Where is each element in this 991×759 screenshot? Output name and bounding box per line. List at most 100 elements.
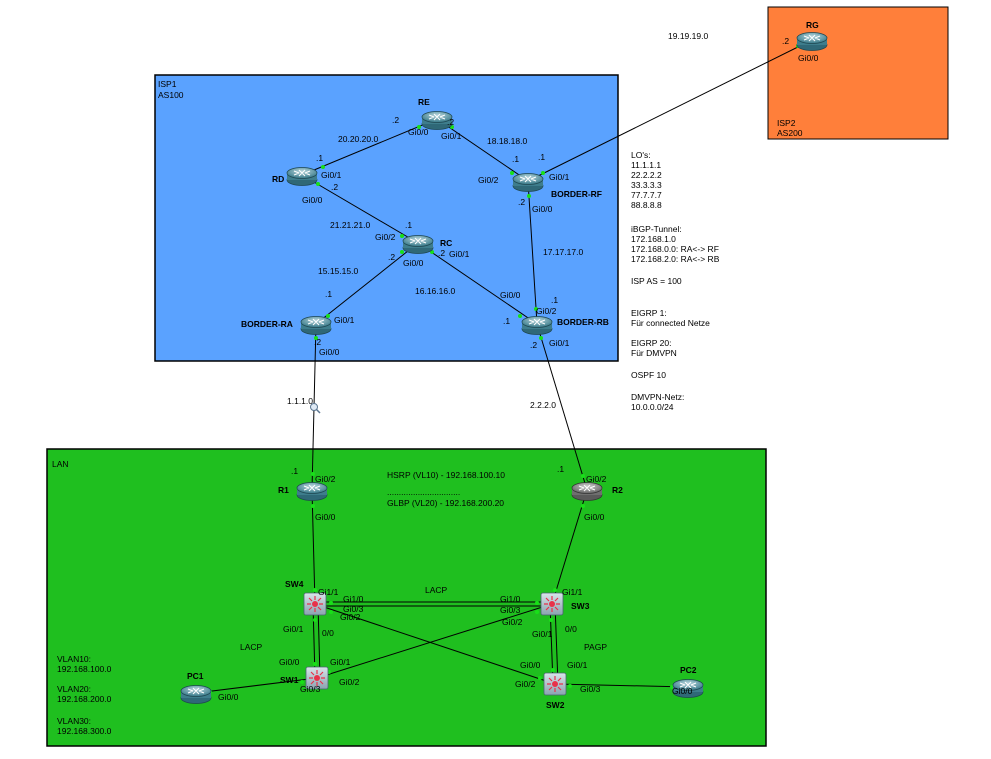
text-label: .2 bbox=[331, 182, 338, 192]
text-label: Gi0/0 bbox=[584, 512, 605, 522]
text-label: .1 bbox=[405, 220, 412, 230]
device-label-border-rf: BORDER-RF bbox=[551, 189, 602, 199]
link-label-pagp: PAGP bbox=[584, 642, 607, 652]
text-label: Gi0/1 bbox=[567, 660, 588, 670]
text-label: VLAN30: bbox=[57, 716, 91, 726]
text-label: .2 bbox=[438, 248, 445, 258]
network-label-19: 19.19.19.0 bbox=[668, 31, 708, 41]
text-label: Gi0/2 bbox=[339, 677, 360, 687]
glbp-annotation: GLBP (VL20) - 192.168.200.20 bbox=[387, 498, 504, 508]
network-label-16: 16.16.16.0 bbox=[415, 286, 455, 296]
text-label: Gi1/0 bbox=[500, 594, 521, 604]
text-label: Gi0/2 bbox=[515, 679, 536, 689]
device-label-border-ra: BORDER-RA bbox=[241, 319, 293, 329]
text-label: Gi0/3 bbox=[500, 605, 521, 615]
text-label: Für connected Netze bbox=[631, 318, 710, 328]
router-rd[interactable] bbox=[286, 167, 318, 186]
link-rb-r2 bbox=[536, 323, 588, 491]
isp1-zone bbox=[154, 74, 619, 362]
link-r1-sw4 bbox=[311, 489, 316, 605]
text-label: Gi0/0 bbox=[408, 127, 429, 137]
annotation-dots: ............................... bbox=[387, 487, 460, 497]
network-label-17: 17.17.17.0 bbox=[543, 247, 583, 257]
packet-capture-icon[interactable] bbox=[310, 403, 321, 414]
link-r2-sw3 bbox=[551, 489, 588, 605]
switch-sw2[interactable] bbox=[543, 672, 567, 696]
network-label-1: 1.1.1.0 bbox=[287, 396, 313, 406]
text-label: VLAN10: bbox=[57, 654, 91, 664]
text-label: Gi0/0 bbox=[302, 195, 323, 205]
text-label: 33.3.3.3 bbox=[631, 180, 662, 190]
switch-sw3[interactable] bbox=[540, 592, 564, 616]
link-rd-re bbox=[301, 118, 438, 176]
link-rc-rb bbox=[417, 242, 538, 325]
text-label: 192.168.300.0 bbox=[57, 726, 112, 736]
router-rc[interactable] bbox=[402, 235, 434, 254]
text-label: Gi0/2 bbox=[536, 306, 557, 316]
text-label: .2 bbox=[314, 337, 321, 347]
link-sw2-pc2 bbox=[554, 683, 689, 688]
pc-pc1[interactable] bbox=[180, 685, 212, 704]
text-label: 172.168.1.0 bbox=[631, 234, 676, 244]
link-sw1-pc1 bbox=[195, 677, 318, 694]
text-label: 172.168.2.0: RA<-> RB bbox=[631, 254, 720, 264]
link-sw4-sw2 bbox=[314, 603, 556, 685]
link-rc-ra bbox=[315, 242, 419, 325]
link-re-rf bbox=[436, 118, 529, 182]
isp1-zone-as: AS100 bbox=[158, 90, 184, 100]
network-label-20: 20.20.20.0 bbox=[338, 134, 378, 144]
notes-panel: LO's: 11.1.1.1 22.2.2.2 33.3.3.3 77.7.7.… bbox=[631, 150, 720, 412]
text-label: 10.0.0.0/24 bbox=[631, 402, 674, 412]
router-r1[interactable] bbox=[296, 482, 328, 501]
port-labels: .2 .2 Gi0/0 Gi0/1 .1 Gi0/1 .2 Gi0/0 .1 .… bbox=[218, 36, 819, 702]
text-label: Gi0/0 bbox=[315, 512, 336, 522]
text-label: EIGRP 1: bbox=[631, 308, 667, 318]
router-border-ra[interactable] bbox=[300, 316, 332, 335]
text-label: 0/0 bbox=[322, 628, 334, 638]
text-label: Gi0/1 bbox=[532, 629, 553, 639]
text-label: Gi0/0 bbox=[672, 686, 693, 696]
text-label: LO's: bbox=[631, 150, 651, 160]
link-sw3-sw1 bbox=[316, 603, 553, 679]
isp1-zone-name: ISP1 bbox=[158, 79, 177, 89]
device-label-pc1: PC1 bbox=[187, 671, 204, 681]
network-label-18: 18.18.18.0 bbox=[487, 136, 527, 146]
link-label-lacp-left: LACP bbox=[240, 642, 263, 652]
text-label: .2 bbox=[447, 117, 454, 127]
device-label-r2: R2 bbox=[612, 485, 623, 495]
router-border-rb[interactable] bbox=[521, 316, 553, 335]
text-label: EIGRP 20: bbox=[631, 338, 671, 348]
text-label: Gi0/2 bbox=[502, 617, 523, 627]
link-rd-rc bbox=[301, 174, 419, 244]
text-label: Gi0/1 bbox=[330, 657, 351, 667]
router-border-rf[interactable] bbox=[512, 173, 544, 192]
text-label: .1 bbox=[291, 466, 298, 476]
device-label-rc: RC bbox=[440, 238, 452, 248]
text-label: Gi0/0 bbox=[798, 53, 819, 63]
link-rf-rb bbox=[527, 180, 538, 325]
device-label-pc2: PC2 bbox=[680, 665, 697, 675]
device-label-re: RE bbox=[418, 97, 430, 107]
text-label: Gi0/2 bbox=[315, 474, 336, 484]
text-label: Für DMVPN bbox=[631, 348, 677, 358]
router-rg[interactable] bbox=[796, 32, 828, 51]
text-label: Gi0/0 bbox=[532, 204, 553, 214]
text-label: Gi0/1 bbox=[449, 249, 470, 259]
text-label: Gi1/1 bbox=[318, 587, 339, 597]
text-label: 11.1.1.1 bbox=[631, 160, 661, 170]
text-label: Gi1/1 bbox=[562, 587, 583, 597]
router-r2[interactable] bbox=[571, 482, 603, 501]
text-label: Gi0/2 bbox=[340, 612, 361, 622]
device-label-sw4: SW4 bbox=[285, 579, 304, 589]
network-label-21: 21.21.21.0 bbox=[330, 220, 370, 230]
text-label: Gi0/3 bbox=[300, 684, 321, 694]
text-label: Gi0/0 bbox=[520, 660, 541, 670]
text-label: .2 bbox=[392, 115, 399, 125]
network-label-2: 2.2.2.0 bbox=[530, 400, 556, 410]
text-label: iBGP-Tunnel: bbox=[631, 224, 682, 234]
device-label-r1: R1 bbox=[278, 485, 289, 495]
text-label: Gi0/1 bbox=[283, 624, 304, 634]
text-label: Gi0/2 bbox=[375, 232, 396, 242]
text-label: .1 bbox=[325, 289, 332, 299]
text-label: Gi0/3 bbox=[580, 684, 601, 694]
